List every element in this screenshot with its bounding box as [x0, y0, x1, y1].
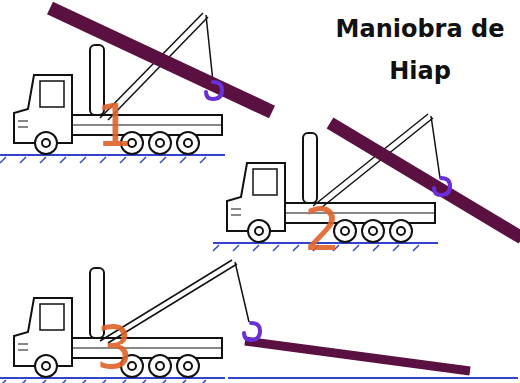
pole	[330, 123, 520, 238]
callout-number: 1	[96, 96, 133, 156]
pole	[245, 341, 470, 371]
pole	[50, 8, 272, 112]
callout-number: 2	[304, 200, 341, 260]
callout-number: 3	[96, 318, 133, 378]
diagram-title: Maniobra de Hiap	[335, 8, 505, 92]
